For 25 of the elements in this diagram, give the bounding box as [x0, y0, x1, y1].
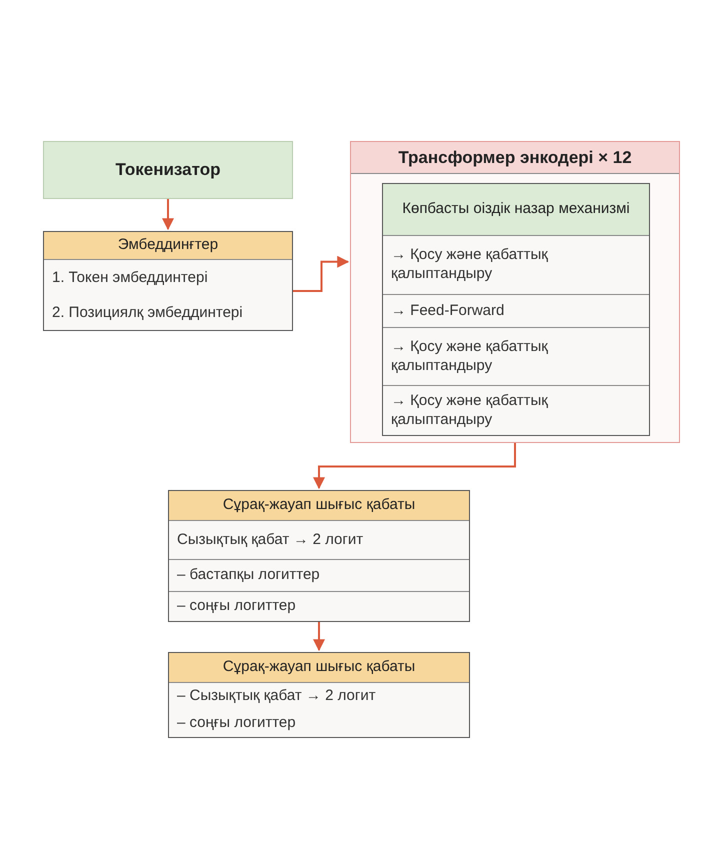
- list-row-text: Сызықтық қабат → 2 логит: [176, 530, 364, 550]
- box-header: Эмбеддинғтер: [44, 232, 292, 260]
- process-box: [168, 490, 470, 622]
- list-row: → Қосу және қабаттық қалыптандыру: [383, 327, 649, 385]
- list-row-text: → Қосу және қабаттық қалыптандыру: [390, 245, 549, 284]
- encoder-container: [350, 141, 680, 443]
- process-box: [43, 231, 293, 331]
- arrow: [162, 199, 174, 230]
- box-header: Көпбасты оіздік назар механизмі: [383, 184, 649, 236]
- arrow: [293, 256, 350, 292]
- arrow: [313, 622, 325, 652]
- list-row-text: 2. Позициялқ эмбеддинтері: [51, 302, 244, 323]
- list-row: – бастапқы логиттер: [169, 559, 469, 591]
- process-box: [382, 183, 650, 436]
- list-row: → Қосу және қабаттық қалыптандыру: [383, 385, 649, 435]
- list-row-text: 1. Токен эмбеддинтері: [51, 268, 209, 288]
- box-header: Сұрақ-жауап шығыс қабаты: [169, 491, 469, 521]
- box-header: Трансформер энкодері × 12: [351, 142, 679, 174]
- arrow: [313, 443, 516, 490]
- list-row: – соңғы логиттер: [169, 591, 469, 621]
- list-row: → Feed-Forward: [383, 294, 649, 327]
- box-header: Сұрақ-жауап шығыс қабаты: [169, 653, 469, 683]
- process-box: [168, 652, 470, 738]
- list-row-text: – Сызықтық қабат → 2 логит: [176, 686, 377, 706]
- list-row-text: – соңғы логиттер: [176, 713, 297, 734]
